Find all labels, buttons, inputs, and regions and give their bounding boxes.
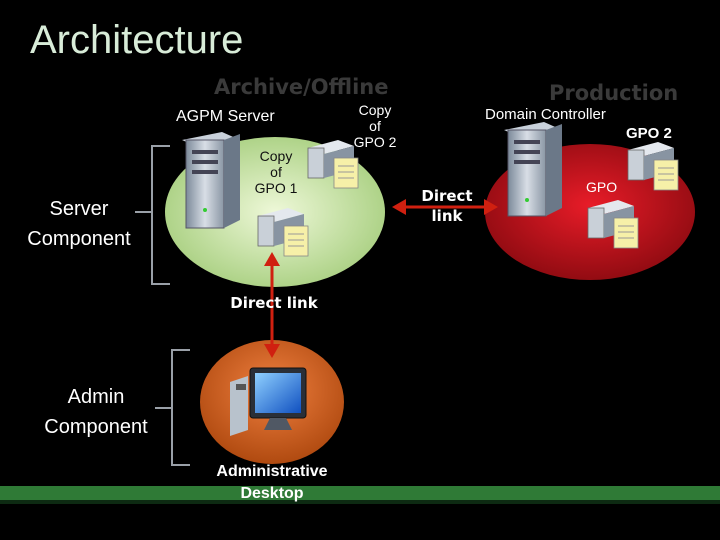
document-server-icon bbox=[587, 200, 639, 249]
document-server-icon bbox=[627, 142, 679, 191]
server-tower-icon bbox=[504, 122, 562, 217]
document-server-icon bbox=[307, 140, 359, 189]
archive-heading: Archive/Offline bbox=[214, 75, 389, 99]
admin-component-bracket bbox=[171, 349, 190, 466]
administrative-desktop-label: Administrative Desktop bbox=[216, 463, 328, 502]
agpm-server-label: AGPM Server bbox=[176, 108, 275, 125]
vertical-link-arrow bbox=[264, 252, 280, 358]
domain-controller-label: Domain Controller bbox=[485, 106, 606, 123]
computer-monitor-icon bbox=[230, 367, 307, 436]
server-component-label: Server Component bbox=[27, 198, 131, 250]
bottom-bar bbox=[0, 486, 720, 500]
gpo-label: GPO bbox=[586, 179, 618, 195]
admin-component-label: Admin Component bbox=[44, 386, 148, 438]
server-component-bracket bbox=[151, 145, 170, 285]
copy-gpo1-label: Copy of GPO 1 bbox=[254, 148, 298, 196]
server-tower-icon bbox=[182, 132, 240, 229]
slide-title: Architecture bbox=[30, 18, 244, 62]
horizontal-link-label: Direct link bbox=[421, 187, 473, 225]
production-heading: Production bbox=[549, 81, 679, 105]
copy-gpo2-label: Copy of GPO 2 bbox=[353, 102, 397, 150]
vertical-link-label: Direct link bbox=[230, 294, 318, 312]
gpo2-label: GPO 2 bbox=[626, 125, 672, 142]
horizontal-link-arrow bbox=[392, 199, 498, 215]
document-server-icon bbox=[257, 208, 309, 257]
